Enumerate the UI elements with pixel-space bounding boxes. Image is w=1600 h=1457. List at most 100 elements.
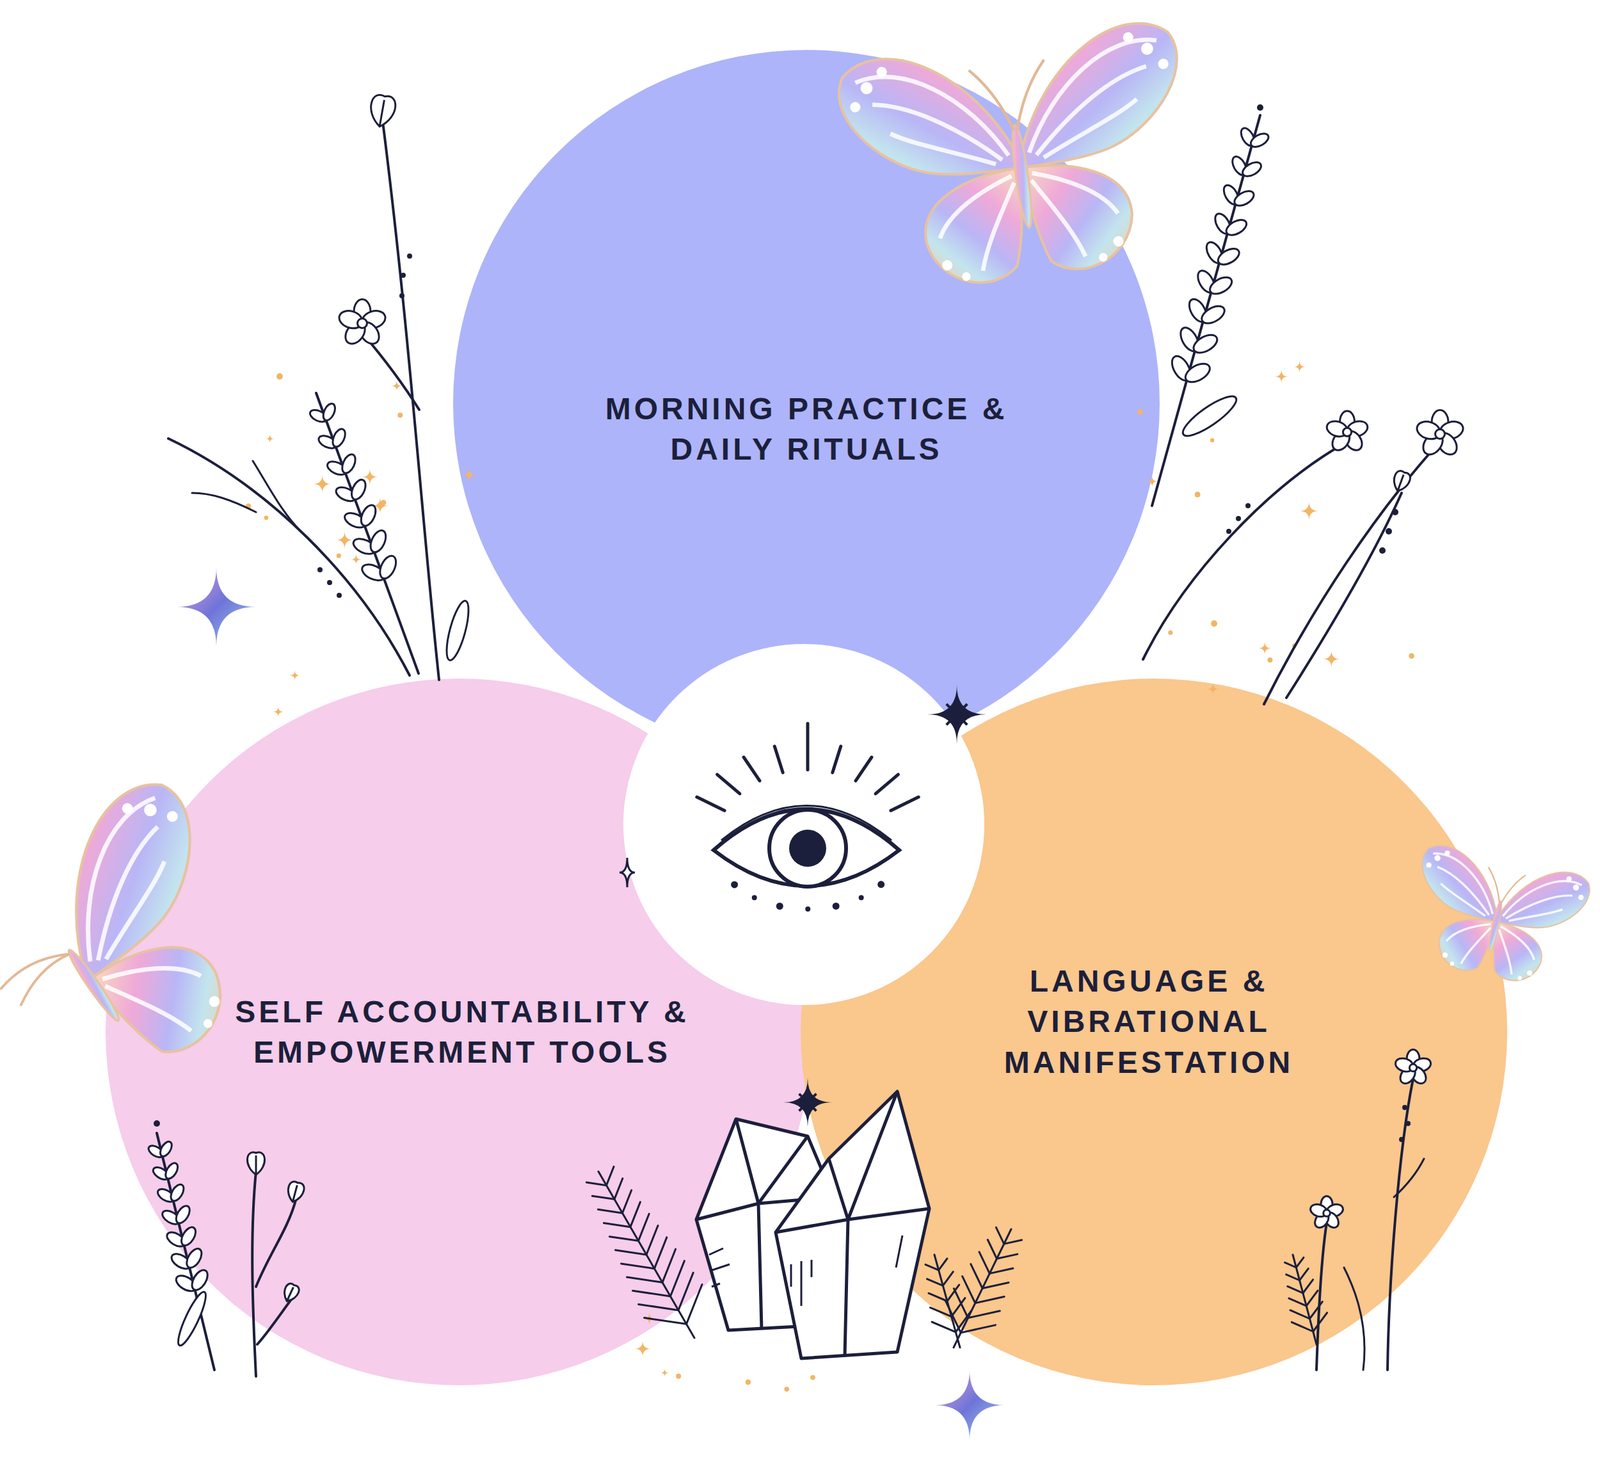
dot [1210,438,1215,443]
stem [252,460,301,532]
stem [934,1254,960,1348]
stem [670,1260,685,1296]
petal [1406,1048,1420,1068]
petal [359,307,388,331]
star [927,684,987,744]
circle-node: SELF ACCOUNTABILITY & EMPOWERMENT TOOLS [105,678,813,1385]
sparkle [1322,650,1341,668]
dot [336,553,342,559]
dot [1402,1104,1408,1110]
leaf [1168,353,1195,384]
stem [597,1208,623,1213]
leaf [1223,216,1249,239]
leaf [1215,245,1242,268]
sparkle [289,670,301,681]
stem [926,1278,943,1286]
sparkle [361,468,379,486]
dot [730,880,738,888]
stem [1152,115,1261,506]
dot [745,1379,752,1385]
petal [1324,1201,1345,1219]
stem [968,1310,1001,1318]
stem [1387,1078,1414,1370]
node-label: MORNING PRACTICE & DAILY RITUALS [550,388,1063,470]
star [935,693,978,735]
dot [317,567,323,573]
stem [774,746,783,773]
dot [784,1386,790,1392]
flower-center [1409,1063,1417,1071]
stem [696,796,725,811]
dot [810,1374,816,1380]
dot [153,1120,160,1127]
petal [1414,418,1443,442]
leaf [1182,359,1213,386]
dot [858,894,864,900]
circle-node: MORNING PRACTICE & DAILY RITUALS [453,49,1160,757]
sparkle [273,706,284,717]
stem [362,332,420,410]
petal [1411,1056,1433,1074]
dot [245,503,252,510]
stem [632,1290,671,1296]
stem [1316,1222,1327,1370]
stem [1143,441,1348,660]
stem [938,1258,948,1270]
stem [382,121,440,680]
leaf [1203,239,1226,266]
circle-fill [800,678,1508,1385]
dot [1137,408,1144,415]
leaf [1194,267,1218,296]
leaf [330,426,348,449]
circle-fill [453,49,1160,757]
dot [1392,508,1399,516]
stem [982,1281,1009,1288]
dot [400,272,406,278]
stem [955,1310,971,1332]
stem [1313,1312,1328,1332]
stem [987,1239,997,1259]
flower-center [357,318,368,329]
stem [875,774,898,794]
eye-symbol [713,805,900,888]
leaf [442,599,473,663]
dot [877,880,885,888]
stem [960,1324,996,1333]
petal [1320,1196,1333,1213]
dot [805,906,811,912]
bud [285,1180,306,1204]
stem [252,1171,256,1376]
sparkle [1207,682,1219,695]
holo-star [176,567,256,647]
dot [1194,491,1201,498]
stem [606,1166,615,1185]
dot [1256,104,1264,111]
petal [1322,1209,1342,1231]
dot [1405,1120,1411,1126]
sparkle [1258,641,1272,655]
stem [621,1263,655,1269]
sparkle [391,380,402,392]
stem [997,1253,1018,1259]
dot [1385,528,1392,535]
petal [1408,1063,1430,1087]
bud [367,93,397,129]
leaf [339,452,359,476]
stem [622,1189,632,1213]
dot [397,412,403,418]
dot [1399,1136,1405,1142]
dot [407,253,413,259]
petal [1308,1201,1329,1219]
leaf [348,477,368,502]
leaf [367,528,389,555]
stem [1286,1274,1300,1280]
stem [192,492,256,512]
crystal-illustration [696,1091,930,1359]
leaf [1240,159,1264,180]
petal [1393,1056,1416,1074]
bud [280,1281,301,1304]
stem [638,1213,650,1241]
stem [1284,1262,1296,1268]
